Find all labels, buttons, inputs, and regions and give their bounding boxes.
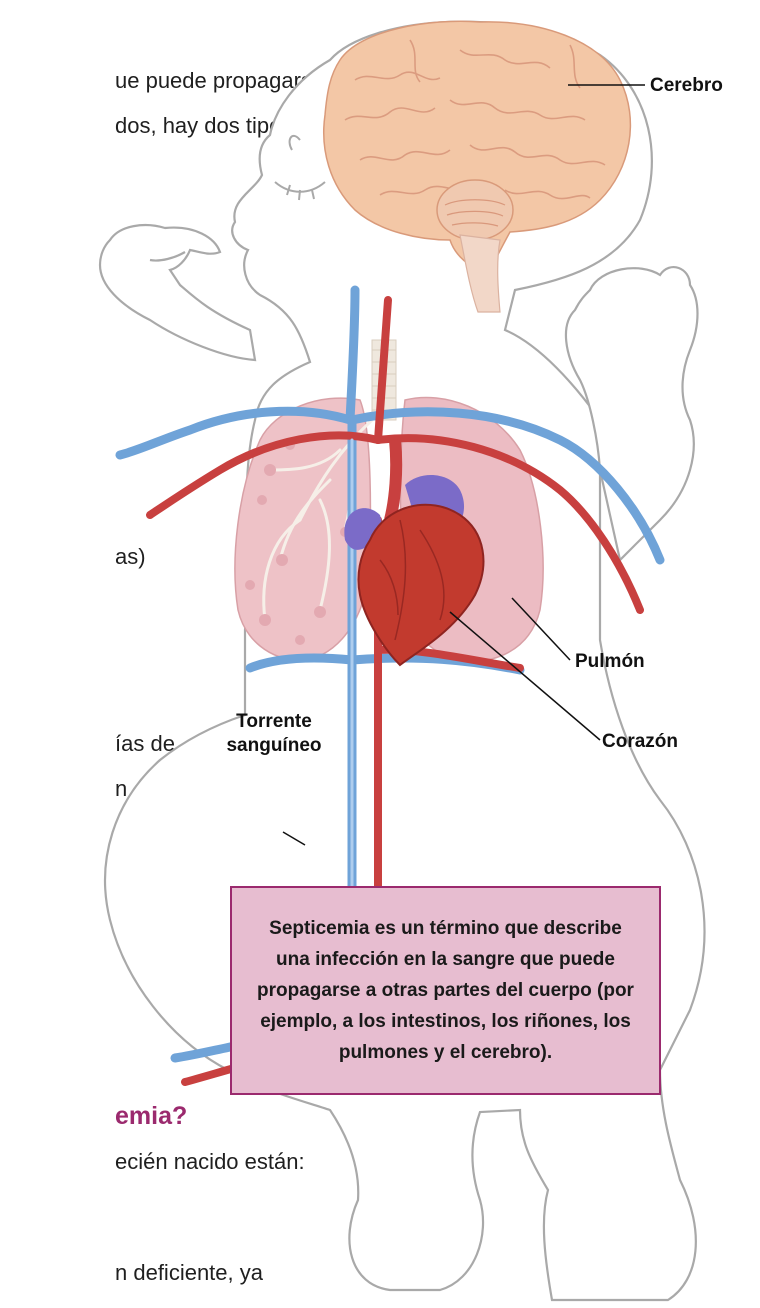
callout-box: Septicemia es un término que describe un… bbox=[230, 886, 661, 1095]
label-bloodstream-line1: Torrente bbox=[211, 710, 337, 734]
label-lung: Pulmón bbox=[575, 651, 645, 673]
label-brain: Cerebro bbox=[650, 75, 723, 97]
label-bloodstream: Torrente sanguíneo bbox=[211, 710, 337, 758]
label-bloodstream-line2: sanguíneo bbox=[211, 734, 337, 758]
callout-text: Septicemia es un término que describe un… bbox=[252, 913, 639, 1068]
label-heart: Corazón bbox=[602, 731, 678, 753]
